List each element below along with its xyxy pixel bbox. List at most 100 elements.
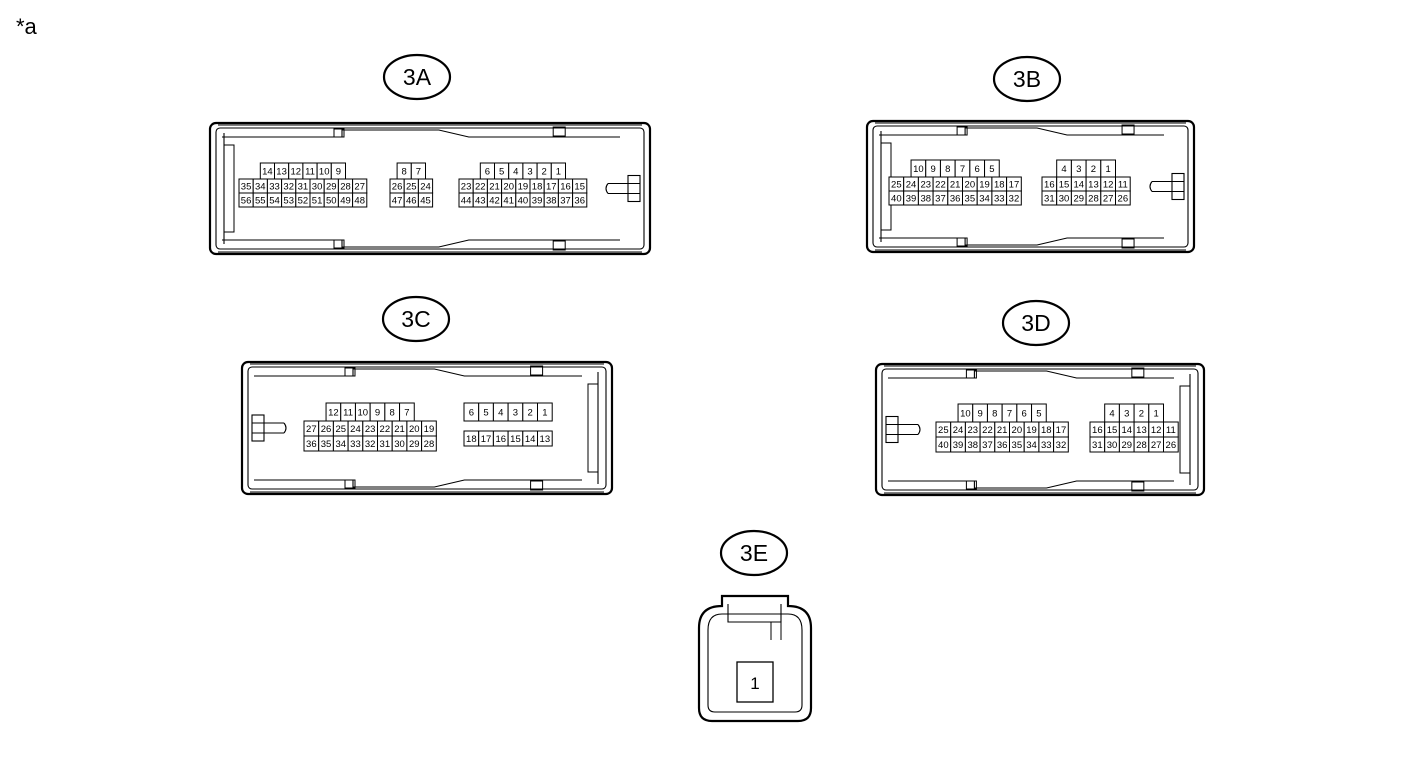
pin-number: 3 xyxy=(527,167,532,178)
pin-number: 25 xyxy=(891,180,902,191)
pin-number: 3 xyxy=(513,408,518,419)
pin-cell xyxy=(421,435,437,452)
pin-number: 1 xyxy=(556,167,561,178)
pin-number: 13 xyxy=(540,434,551,445)
pin-number: 5 xyxy=(989,164,994,175)
pin-number: 19 xyxy=(1026,425,1037,436)
pin-number: 1 xyxy=(1106,164,1111,175)
pin-number: 24 xyxy=(350,424,361,435)
pin-number: 2 xyxy=(528,408,533,419)
pin-number: 30 xyxy=(312,182,323,193)
pin-number: 9 xyxy=(375,408,380,419)
pin-number: 39 xyxy=(532,196,543,207)
pin-number: 17 xyxy=(1056,425,1067,436)
pin-number: 39 xyxy=(906,194,917,205)
pin-cell xyxy=(537,430,553,447)
pin-number: 6 xyxy=(485,167,490,178)
pin-number: 38 xyxy=(546,196,557,207)
connector-3C-label: 3C xyxy=(401,306,430,332)
pin-number: 8 xyxy=(992,409,997,420)
pin-number: 27 xyxy=(1151,440,1162,451)
pin-number: 20 xyxy=(409,424,420,435)
pin-number: 17 xyxy=(1009,180,1020,191)
pin-number: 20 xyxy=(503,182,514,193)
pin-number: 35 xyxy=(965,194,976,205)
pin-number: 40 xyxy=(518,196,529,207)
pin-number: 37 xyxy=(935,194,946,205)
pin-number: 13 xyxy=(1136,425,1147,436)
pin-number: 5 xyxy=(483,408,488,419)
pin-number: 44 xyxy=(461,196,472,207)
pin-number: 21 xyxy=(489,182,500,193)
pin-number: 3 xyxy=(1124,409,1129,420)
pin-number: 32 xyxy=(1009,194,1020,205)
pin-number: 27 xyxy=(306,424,317,435)
pin-number: 6 xyxy=(975,164,980,175)
pin-number: 22 xyxy=(935,180,946,191)
pin-number: 54 xyxy=(269,196,280,207)
pin-number: 28 xyxy=(424,439,435,450)
pin-cell xyxy=(417,192,434,208)
pin-number: 14 xyxy=(1073,180,1084,191)
pin-number: 40 xyxy=(891,194,902,205)
pin-number: 45 xyxy=(420,196,431,207)
pin-number: 22 xyxy=(380,424,391,435)
pin-number: 26 xyxy=(1166,440,1177,451)
pin-number: 36 xyxy=(306,439,317,450)
pin-number: 51 xyxy=(312,196,323,207)
pin-number: 4 xyxy=(1061,164,1066,175)
pin-number: 52 xyxy=(298,196,309,207)
pin-number: 6 xyxy=(1022,409,1027,420)
connector-3A-label: 3A xyxy=(403,64,432,90)
pin-number: 23 xyxy=(461,182,472,193)
pin-number: 35 xyxy=(241,182,252,193)
pin-number: 42 xyxy=(489,196,500,207)
pin-number: 29 xyxy=(1073,194,1084,205)
connector-3E-label-oval: 3E xyxy=(719,529,789,577)
pin-number: 12 xyxy=(291,167,302,178)
pin-number: 7 xyxy=(416,167,421,178)
pin-number: 15 xyxy=(1059,180,1070,191)
pin-number: 25 xyxy=(406,182,417,193)
pin-number: 15 xyxy=(1107,425,1118,436)
pin-number: 18 xyxy=(1041,425,1052,436)
pin-number: 32 xyxy=(1056,440,1067,451)
pin-number: 53 xyxy=(283,196,294,207)
pin-number: 12 xyxy=(1103,180,1114,191)
pin-number: 25 xyxy=(938,425,949,436)
pin-number: 5 xyxy=(1036,409,1041,420)
pin-number: 33 xyxy=(994,194,1005,205)
pin-number: 8 xyxy=(390,408,395,419)
pin-cell xyxy=(1115,190,1131,206)
pin-number: 26 xyxy=(392,182,403,193)
pin-number: 22 xyxy=(475,182,486,193)
connector-3C-label-oval: 3C xyxy=(381,295,451,343)
pin-number: 29 xyxy=(409,439,420,450)
connector-3A-label-oval: 3A xyxy=(382,53,452,101)
pin-number: 18 xyxy=(466,434,477,445)
pin-number: 26 xyxy=(321,424,332,435)
pin-number: 11 xyxy=(1118,180,1128,191)
pin-number: 15 xyxy=(574,182,585,193)
pin-number: 28 xyxy=(1136,440,1147,451)
pin-number: 9 xyxy=(977,409,982,420)
pin-number: 40 xyxy=(938,440,949,451)
pin-number: 2 xyxy=(1091,164,1096,175)
pin-number: 10 xyxy=(358,408,369,419)
pin-number: 13 xyxy=(1088,180,1099,191)
pin-number: 16 xyxy=(1044,180,1055,191)
pin-cell xyxy=(1053,436,1069,453)
connector-3D-label-oval: 3D xyxy=(1001,299,1071,347)
pin-number: 7 xyxy=(1007,409,1012,420)
pin-number: 1 xyxy=(542,408,547,419)
pin-number: 30 xyxy=(1059,194,1070,205)
pin-number: 31 xyxy=(1044,194,1055,205)
pin-number: 8 xyxy=(945,164,950,175)
